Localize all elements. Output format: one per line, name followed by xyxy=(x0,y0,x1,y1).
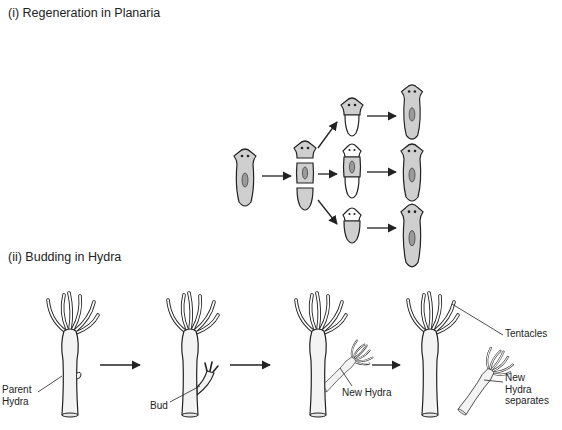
hydra xyxy=(408,293,458,417)
leader-lines xyxy=(38,304,503,402)
arrows xyxy=(318,122,337,224)
part-label: New Hydra separates xyxy=(505,372,553,407)
planaria-regenerating xyxy=(341,98,363,243)
new-head xyxy=(343,144,361,157)
leader-line xyxy=(38,376,62,392)
arrows xyxy=(367,116,396,228)
leader-line xyxy=(340,368,352,386)
arrow xyxy=(318,173,337,174)
arrow xyxy=(230,364,270,365)
planaria-cut-pieces xyxy=(294,141,316,210)
part-label: Tentacles xyxy=(505,328,561,340)
arrow xyxy=(318,122,337,148)
hydra-separation xyxy=(408,293,518,423)
arrow xyxy=(372,364,400,365)
hydra-parent xyxy=(48,293,98,417)
bud-start xyxy=(77,372,81,379)
middle-piece xyxy=(297,163,314,183)
arrow xyxy=(100,364,140,365)
part-label: Parent Hydra xyxy=(2,384,42,407)
hydra xyxy=(48,293,98,417)
middle-piece xyxy=(344,157,361,177)
planaria xyxy=(401,144,423,201)
arrow xyxy=(367,227,396,228)
planaria xyxy=(234,149,256,206)
leader-line xyxy=(452,304,503,335)
tail-piece xyxy=(344,221,360,243)
hydra xyxy=(296,293,346,417)
arrow xyxy=(262,175,291,176)
planaria xyxy=(402,85,423,139)
new-tail xyxy=(345,177,359,198)
arrow xyxy=(367,171,396,172)
head-piece xyxy=(294,141,316,158)
bud xyxy=(197,362,218,395)
planaria-regenerated xyxy=(401,85,423,267)
new-tail xyxy=(345,115,359,136)
planaria xyxy=(401,204,423,267)
planaria-whole xyxy=(234,149,256,206)
tail-piece xyxy=(297,188,313,210)
head-piece xyxy=(341,98,363,115)
arrow xyxy=(318,200,337,224)
leader-line xyxy=(170,386,200,402)
leader-line xyxy=(484,380,503,382)
arrow xyxy=(367,115,396,116)
section-heading: (i) Regeneration in Planaria xyxy=(8,6,308,20)
part-label: New Hydra xyxy=(342,387,422,399)
hydra-with-bud xyxy=(168,293,218,417)
section-heading: (ii) Budding in Hydra xyxy=(8,250,308,264)
hydra xyxy=(168,293,218,417)
part-label: Bud xyxy=(150,400,190,412)
new-head xyxy=(343,208,361,221)
hydra-with-new-hydra xyxy=(296,293,377,417)
